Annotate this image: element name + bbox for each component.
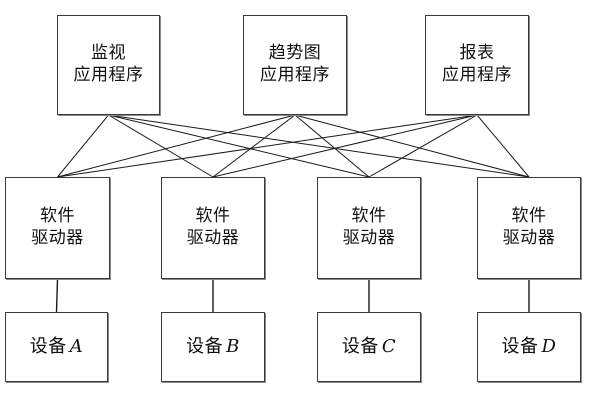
link-app-monitor-to-driver-d <box>108 114 530 178</box>
link-app-report-to-driver-b <box>212 114 478 178</box>
driver-a-box[interactable]: 软件驱动器 <box>5 177 110 279</box>
driver-d-label: 软件驱动器 <box>502 206 556 248</box>
link-app-report-to-driver-d <box>476 114 530 178</box>
link-app-trend-to-driver-c <box>294 114 370 178</box>
driver-b-label: 软件驱动器 <box>186 206 240 248</box>
link-app-trend-to-driver-a <box>57 114 296 178</box>
driver-a-label: 软件驱动器 <box>31 206 84 248</box>
driver-c-box[interactable]: 软件驱动器 <box>317 177 421 279</box>
link-app-trend-to-driver-b <box>212 114 296 178</box>
app-trend-box[interactable]: 趋势图应用程序 <box>243 15 347 115</box>
link-app-monitor-to-driver-c <box>108 114 370 178</box>
app-trend-label: 趋势图应用程序 <box>260 43 330 85</box>
driver-c-label: 软件驱动器 <box>342 206 396 248</box>
link-app-report-to-driver-c <box>368 114 478 178</box>
driver-b-box[interactable]: 软件驱动器 <box>161 177 265 279</box>
app-report-label: 报表应用程序 <box>442 43 512 85</box>
link-driver-a-to-device-a <box>55 278 59 313</box>
link-app-trend-to-driver-d <box>294 114 530 178</box>
app-monitor-label: 监视应用程序 <box>73 43 144 85</box>
link-app-report-to-driver-a <box>57 114 478 178</box>
link-app-monitor-to-driver-b <box>108 114 214 178</box>
driver-d-box[interactable]: 软件驱动器 <box>477 177 581 279</box>
link-app-monitor-to-driver-a <box>57 114 109 178</box>
app-monitor-box[interactable]: 监视应用程序 <box>57 15 160 115</box>
app-report-box[interactable]: 报表应用程序 <box>425 15 529 115</box>
